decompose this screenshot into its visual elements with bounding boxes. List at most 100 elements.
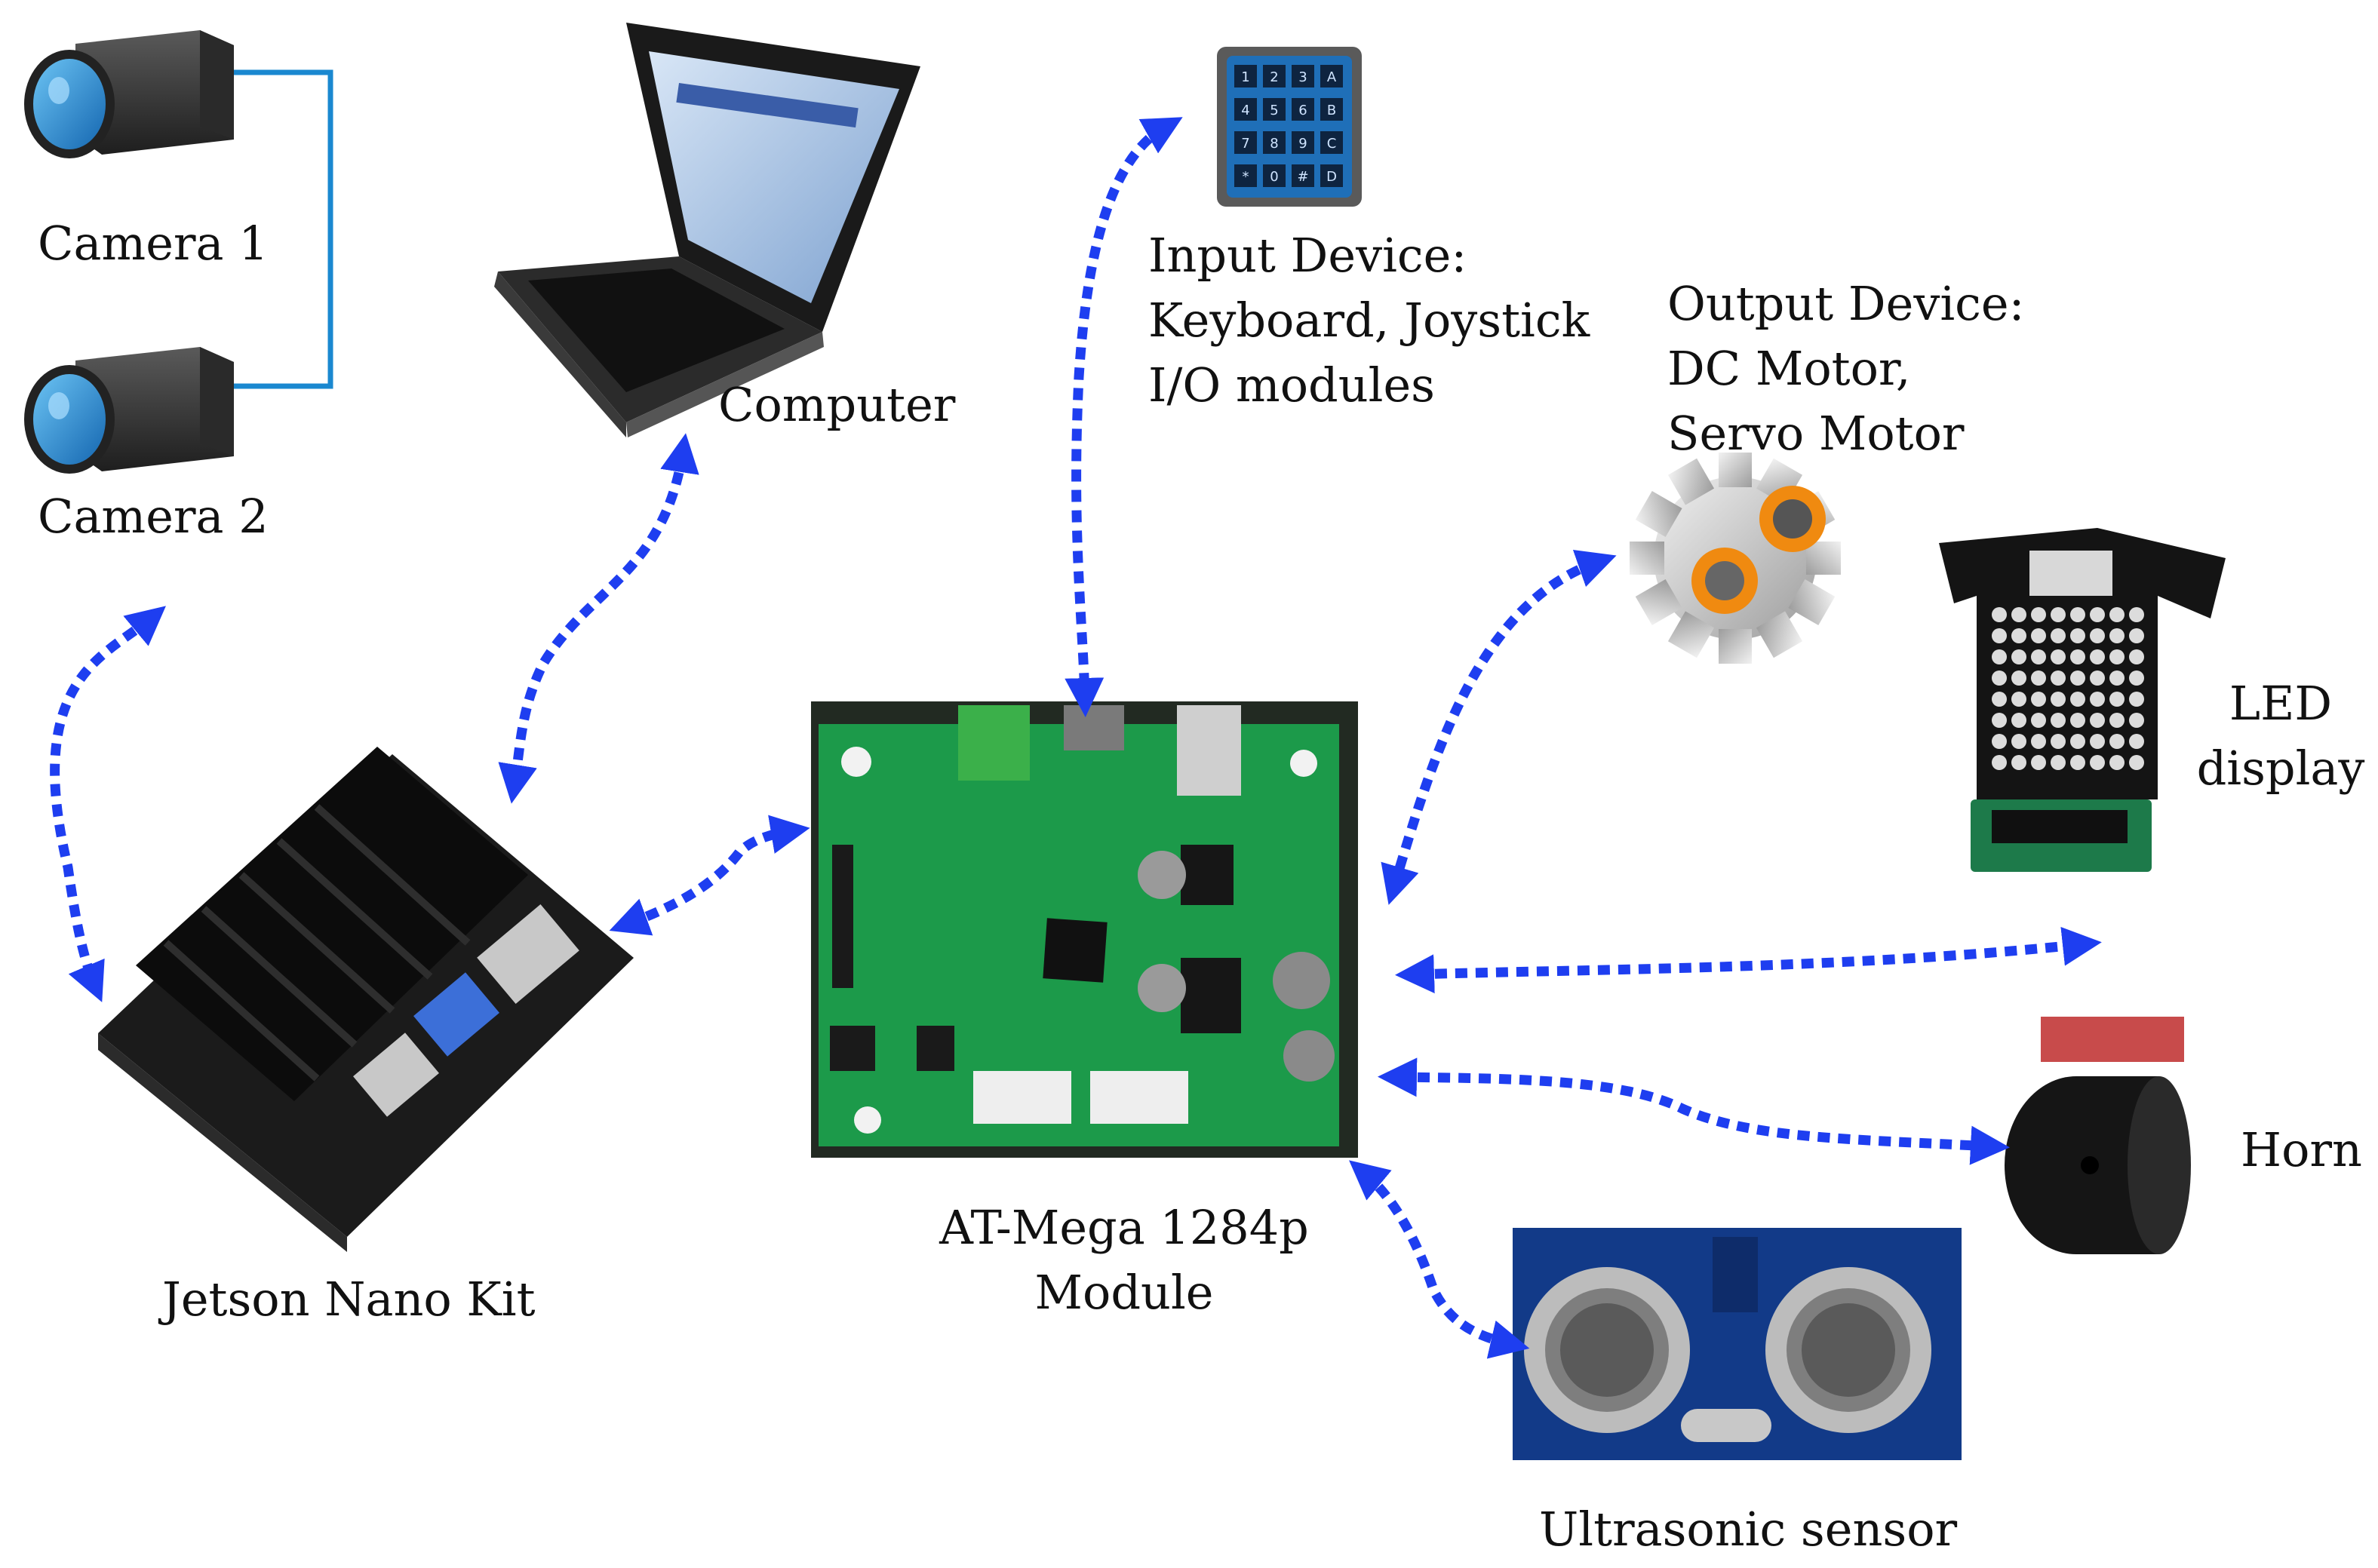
module-line: Module: [1034, 1265, 1214, 1320]
horn-label: Horn: [2241, 1122, 2362, 1177]
camera2-icon: [24, 347, 234, 474]
gear-icon: [1630, 453, 1841, 664]
led-dot: [1992, 692, 2007, 707]
keypad-key: 7: [1241, 136, 1249, 152]
computer-label: Computer: [718, 377, 956, 432]
led-display-line: LED: [2229, 676, 2333, 731]
led-dot: [1992, 670, 2007, 686]
led-dot: [1992, 628, 2007, 643]
led-dot: [2129, 670, 2144, 686]
led-dot: [2031, 628, 2046, 643]
keypad-key: 6: [1298, 103, 1307, 118]
led-dot: [2129, 628, 2144, 643]
arrow-computer-jetson: [498, 433, 699, 804]
led-dot: [2090, 734, 2105, 749]
output-device-label: Output Device: DC Motor, Servo Motor: [1667, 272, 2024, 466]
arrow-output-module: [1381, 550, 1617, 905]
keypad-key: 0: [1270, 169, 1278, 185]
keypad-key: 4: [1241, 103, 1249, 118]
keypad-key: C: [1327, 136, 1337, 152]
led-dot: [1992, 755, 2007, 770]
led-dot: [2070, 607, 2085, 622]
keypad-key: D: [1326, 169, 1337, 185]
led-display-line: display: [2196, 741, 2365, 796]
module-line: AT-Mega 1284p: [939, 1200, 1309, 1255]
led-dot: [2051, 755, 2066, 770]
laptop-icon: [494, 23, 920, 437]
led-dot: [2109, 713, 2125, 728]
jetson-board-icon: [98, 747, 634, 1252]
input-device-line: Input Device:: [1148, 228, 1467, 283]
output-device-line: Output Device:: [1667, 276, 2025, 331]
output-device-line: Servo Motor: [1667, 406, 1965, 461]
led-dot: [2011, 713, 2026, 728]
keypad-key: *: [1243, 169, 1249, 185]
led-dot: [2051, 713, 2066, 728]
ultrasonic-label: Ultrasonic sensor: [1539, 1502, 1958, 1557]
keypad-key: 5: [1270, 103, 1278, 118]
led-dot: [2070, 692, 2085, 707]
arrow-module-led: [1395, 926, 2102, 994]
keypad-key: 2: [1270, 69, 1278, 85]
led-dot: [1992, 607, 2007, 622]
led-dot: [2031, 692, 2046, 707]
led-dot: [2090, 713, 2105, 728]
led-dot: [2109, 692, 2125, 707]
led-dot: [2070, 628, 2085, 643]
led-dot: [2070, 734, 2085, 749]
led-dot: [2051, 607, 2066, 622]
led-dot: [2031, 649, 2046, 664]
led-dot: [2011, 628, 2026, 643]
input-device-line: I/O modules: [1148, 357, 1435, 413]
ultrasonic-sensor-icon: [1513, 1228, 1962, 1460]
led-dot: [2090, 628, 2105, 643]
led-dot: [2031, 670, 2046, 686]
led-dot: [2051, 670, 2066, 686]
keypad-key: 8: [1270, 136, 1278, 152]
led-dot: [2051, 692, 2066, 707]
keypad-key: #: [1297, 169, 1308, 185]
arrow-input-module: [1065, 117, 1183, 717]
led-dot: [2109, 670, 2125, 686]
led-dot: [2129, 713, 2144, 728]
led-dot: [2070, 670, 2085, 686]
keypad-key: B: [1327, 103, 1336, 118]
led-dot: [2031, 607, 2046, 622]
input-device-label: Input Device: Keyboard, Joystick I/O mod…: [1148, 223, 1590, 418]
camera-link-line: [226, 69, 333, 389]
keypad-icon: 1 2 3 A 4 5 6 B 7 8 9 C * 0 # D: [1217, 47, 1362, 207]
led-dot: [2129, 649, 2144, 664]
led-dot: [2011, 670, 2026, 686]
led-dot: [2090, 607, 2105, 622]
led-dot: [2051, 628, 2066, 643]
camera1-icon: [24, 30, 234, 158]
led-dot: [1992, 649, 2007, 664]
jetson-label: Jetson Nano Kit: [162, 1272, 536, 1327]
led-dot: [2051, 649, 2066, 664]
led-dot: [2129, 755, 2144, 770]
led-dot: [2090, 755, 2105, 770]
led-dot: [1992, 734, 2007, 749]
keypad-key: 3: [1298, 69, 1307, 85]
led-dot: [2109, 628, 2125, 643]
led-dot: [2011, 649, 2026, 664]
led-dot: [2031, 734, 2046, 749]
led-display-label: LED display: [2179, 671, 2378, 801]
output-device-line: DC Motor,: [1667, 341, 1911, 396]
led-dot: [2070, 755, 2085, 770]
arrow-camera-jetson: [50, 606, 166, 1002]
led-dot: [2109, 755, 2125, 770]
led-dot: [1992, 713, 2007, 728]
led-dot: [2109, 734, 2125, 749]
module-label: AT-Mega 1284p Module: [913, 1195, 1335, 1325]
led-dot: [2129, 734, 2144, 749]
arrow-jetson-module: [609, 815, 810, 936]
led-dot: [2011, 734, 2026, 749]
led-dot: [2011, 607, 2026, 622]
led-dot: [2129, 692, 2144, 707]
camera1-label: Camera 1: [38, 216, 269, 271]
led-dot: [2031, 755, 2046, 770]
keypad-key: 1: [1241, 69, 1249, 85]
